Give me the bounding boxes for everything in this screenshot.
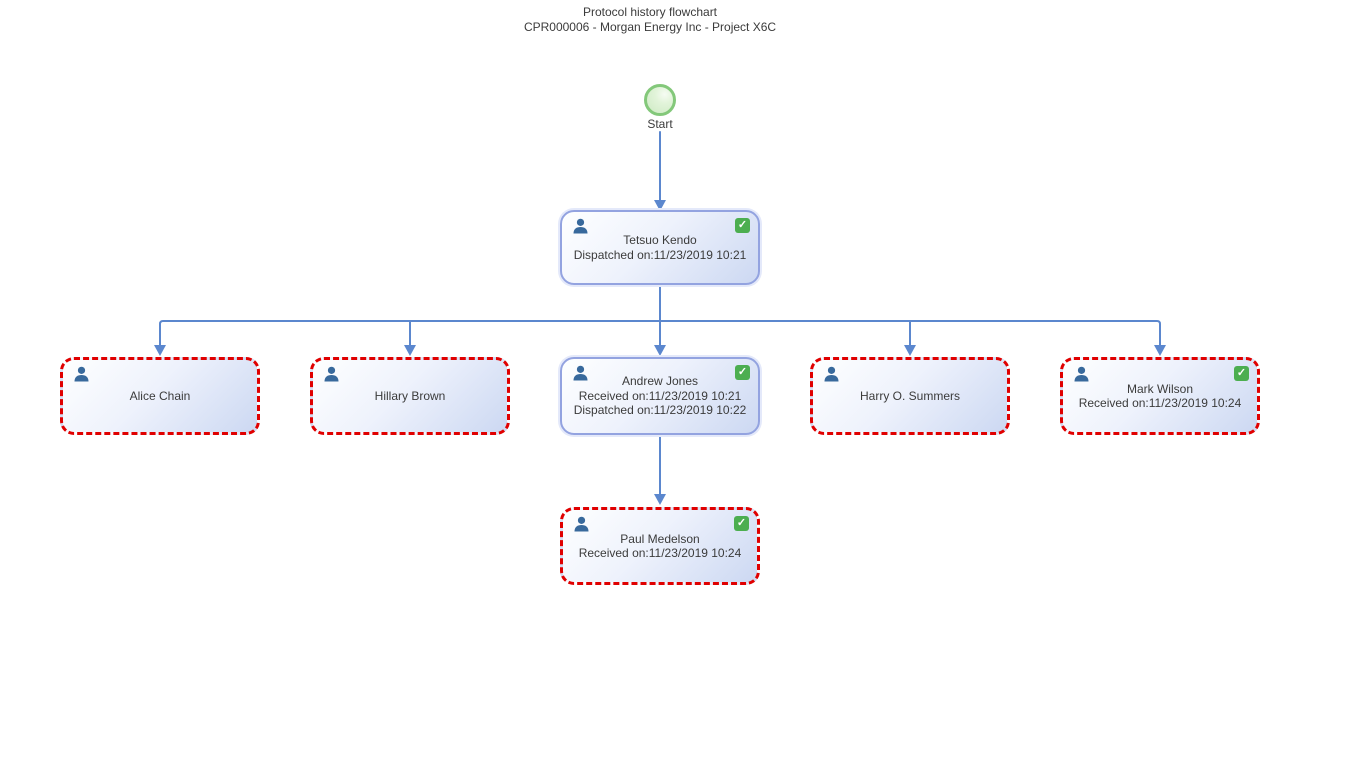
node-tetsuo-kendo[interactable]: ✓ Tetsuo Kendo Dispatched on:11/23/2019 … (560, 210, 760, 285)
node-status-line: Dispatched on:11/23/2019 10:22 (573, 403, 747, 418)
node-name: Andrew Jones (621, 374, 699, 389)
person-icon (323, 366, 340, 383)
page-title: Protocol history flowchart (582, 5, 718, 19)
node-status-line: Dispatched on:11/23/2019 10:21 (573, 247, 747, 262)
start-label: Start (647, 117, 673, 131)
node-alice-chain[interactable]: Alice Chain (60, 357, 260, 435)
page-header: Protocol history flowchart CPR000006 - M… (0, 5, 1300, 35)
arrowhead-andrew (654, 345, 666, 356)
check-icon: ✓ (735, 365, 750, 380)
node-harry-summers[interactable]: Harry O. Summers (810, 357, 1010, 435)
person-icon (823, 366, 840, 383)
node-status-line: Received on:11/23/2019 10:24 (578, 546, 742, 560)
start-node[interactable] (644, 84, 676, 116)
person-icon (573, 516, 590, 533)
node-status-line: Received on:11/23/2019 10:21 (578, 388, 742, 403)
person-icon (73, 366, 90, 383)
person-icon (572, 218, 589, 235)
check-icon: ✓ (735, 218, 750, 233)
arrowhead-alice (154, 345, 166, 356)
node-name: Alice Chain (129, 388, 191, 403)
person-icon (572, 365, 589, 382)
arrowhead-harry (904, 345, 916, 356)
node-name: Hillary Brown (374, 388, 446, 403)
arrowhead-paul (654, 494, 666, 505)
node-name: Harry O. Summers (859, 388, 960, 403)
page-subtitle: CPR000006 - Morgan Energy Inc - Project … (523, 20, 777, 34)
node-name: Paul Medelson (620, 531, 700, 546)
node-paul-medelson[interactable]: ✓ Paul Medelson Received on:11/23/2019 1… (560, 507, 760, 585)
arrowhead-tetsuo (654, 200, 666, 211)
node-name: Tetsuo Kendo (623, 233, 697, 247)
check-icon: ✓ (734, 516, 749, 531)
node-hillary-brown[interactable]: Hillary Brown (310, 357, 510, 435)
node-mark-wilson[interactable]: ✓ Mark Wilson Received on:11/23/2019 10:… (1060, 357, 1260, 435)
person-icon (1073, 366, 1090, 383)
check-icon: ✓ (1234, 366, 1249, 381)
arrowhead-hillary (404, 345, 416, 356)
node-name: Mark Wilson (1126, 381, 1193, 396)
arrowhead-mark (1154, 345, 1166, 356)
node-andrew-jones[interactable]: ✓ Andrew Jones Received on:11/23/2019 10… (560, 357, 760, 435)
node-status-line: Received on:11/23/2019 10:24 (1078, 396, 1242, 410)
